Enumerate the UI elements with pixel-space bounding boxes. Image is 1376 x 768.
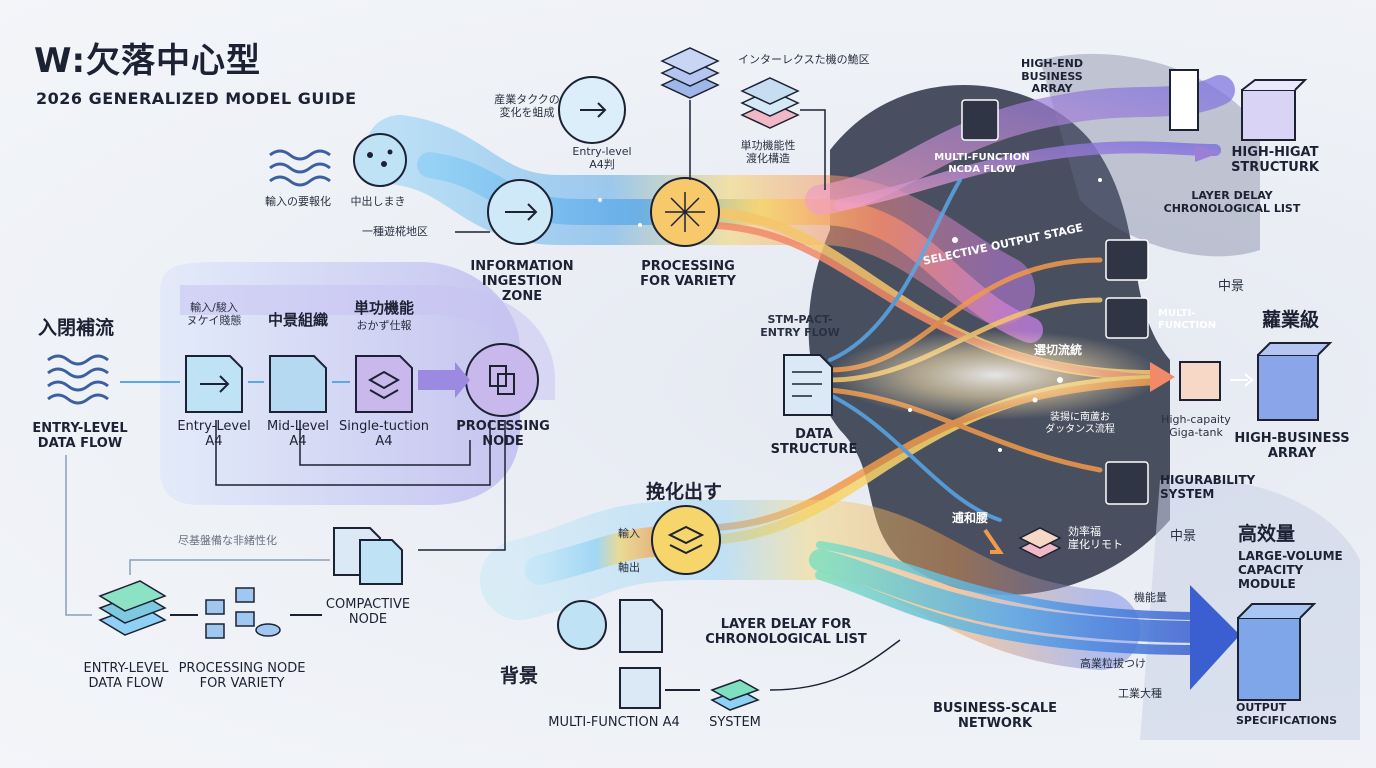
chukei-label-2: 中景 [1170, 529, 1197, 544]
page-title: W:欠落中心型 [34, 41, 262, 81]
col3-caption: おかず仕報 [356, 319, 412, 332]
stm-entry-label: STM-PACT-ENTRY FLOW [760, 313, 840, 339]
koukouryo-heading: 高效量 [1238, 523, 1296, 545]
col1-caption: 輸入/駿入ヌケイ賤態 [186, 301, 242, 327]
system-label: SYSTEM [709, 715, 761, 730]
col3-heading: 単功機能 [353, 299, 415, 317]
zone-caption: 一種遊椛地区 [362, 225, 428, 238]
multi-function-right: MULTI-FUNCTION [1158, 308, 1217, 331]
expand-heading: 挽化出す [646, 481, 723, 503]
left-heading: 入閉補流 [38, 317, 115, 339]
kouritsu-label: 効率福崖化リモト [1068, 525, 1123, 551]
kougyo-label: 工業大種 [1118, 687, 1162, 700]
wave-caption: 輸入の要報化 [265, 195, 331, 208]
stat-caption: 装揚に南蘆おダッタンス流程 [1045, 412, 1115, 435]
background-label: 背景 [500, 665, 539, 687]
col2-heading: 中景組織 [267, 311, 329, 329]
interlex-caption: インターレクスた機の鮠区 [738, 53, 870, 66]
senkiri-label: 選切流統 [1034, 343, 1083, 357]
page-subtitle: 2026 GENERALIZED MODEL GUIDE [36, 89, 357, 108]
chukei-label-1: 中景 [1218, 279, 1245, 294]
ingestion-caption: 産業タククの変化を蛆成 [494, 93, 560, 119]
takagyo-label: 高業粒拔つけ [1080, 657, 1146, 670]
input-small-label: 輸入 [618, 527, 640, 540]
multi-function-a4-label: MULTI-FUNCTION A4 [548, 715, 680, 730]
tsuwa-label: 逋和腰 [952, 511, 989, 525]
kinouryo-label: 機能量 [1134, 591, 1167, 604]
dots-caption: 中出しまき [350, 195, 406, 208]
single-func-caption: 単功機能性渡化構造 [740, 139, 796, 165]
output-small-label: 軸出 [618, 561, 640, 574]
lower-caption: 尽基盤備な非緒性化 [178, 534, 277, 547]
sangyo-heading: 蘿業級 [1262, 309, 1320, 331]
